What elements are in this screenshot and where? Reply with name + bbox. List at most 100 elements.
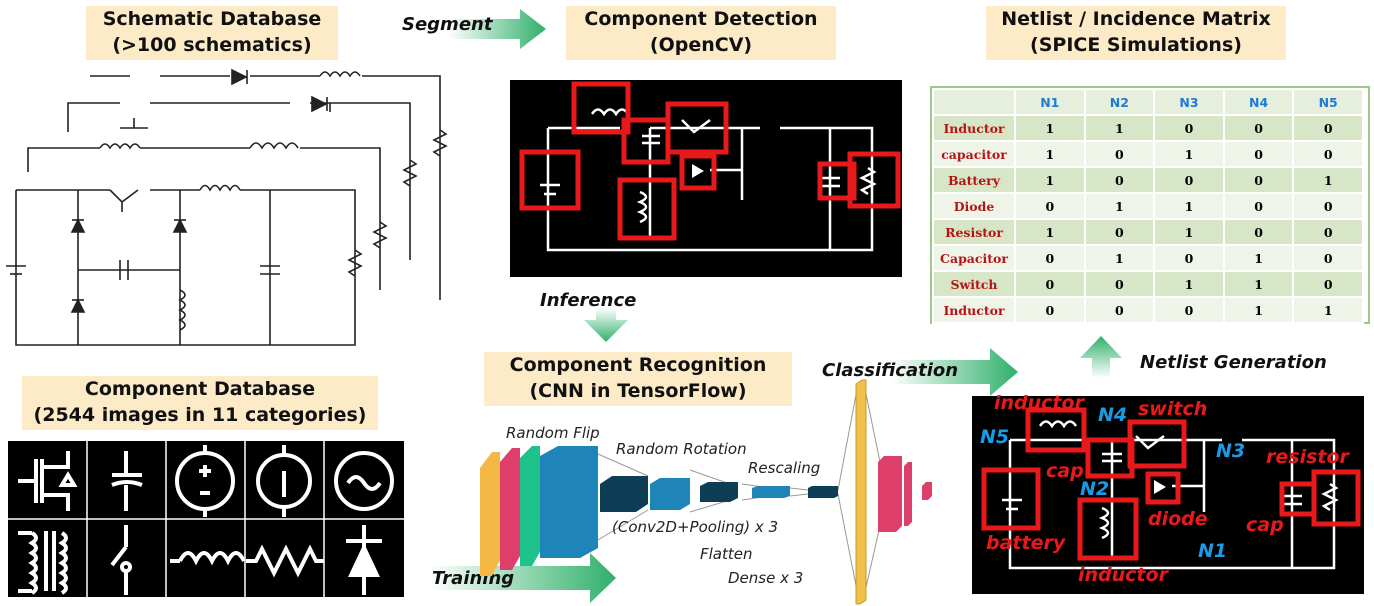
detect-box-battery <box>519 149 581 211</box>
netlist-title: Netlist / Incidence Matrix (SPICE Simula… <box>986 6 1286 60</box>
component-recognition-title: Component Recognition (CNN in TensorFlow… <box>484 352 792 406</box>
annot-box-inductor2 <box>1077 497 1139 561</box>
schematic-database-title: Schematic Database (>100 schematics) <box>86 6 338 60</box>
detect-box-capacitor <box>621 117 671 165</box>
inference-label: Inference <box>540 290 637 311</box>
cell: 1 <box>1083 192 1156 220</box>
matrix-header-n1: N1 <box>1014 88 1086 116</box>
row-label: Battery <box>932 166 1016 194</box>
component-database-title: Component Database (2544 images in 11 ca… <box>22 376 378 430</box>
cell: 1 <box>1153 192 1225 220</box>
cell: 1 <box>1014 166 1086 194</box>
random-rotation-label: Random Rotation <box>616 440 747 458</box>
cell: 1 <box>1153 140 1225 168</box>
annot-box-cap-right <box>1279 481 1317 517</box>
title-line-2: (CNN in TensorFlow) <box>529 380 747 402</box>
cell: 1 <box>1153 218 1225 246</box>
title-line-2: (SPICE Simulations) <box>1030 34 1242 56</box>
dense-label: Dense x 3 <box>728 569 804 587</box>
cell: 0 <box>1083 296 1156 324</box>
node-n5: N5 <box>980 426 1010 448</box>
matrix-row: Diode 0 1 1 0 0 <box>932 192 1364 220</box>
node-n1: N1 <box>1198 540 1228 562</box>
title-line-1: Schematic Database <box>102 8 322 30</box>
matrix-header-n2: N2 <box>1083 88 1156 116</box>
cell: 0 <box>1083 166 1156 194</box>
annot-box-diode <box>1145 471 1181 505</box>
title-line-1: Component Detection <box>584 8 818 30</box>
component-database-grid <box>8 441 404 597</box>
matrix-header-n4: N4 <box>1222 88 1295 116</box>
matrix-row: Resistor 1 0 1 0 0 <box>932 218 1364 246</box>
title-line-1: Netlist / Incidence Matrix <box>1001 8 1271 30</box>
row-label: capacitor <box>932 140 1016 168</box>
title-line-1: Component Database <box>84 378 316 400</box>
node-n2: N2 <box>1080 478 1110 500</box>
matrix-row: Capacitor 0 1 0 1 0 <box>932 244 1364 272</box>
matrix-row: Battery 1 0 0 0 1 <box>932 166 1364 194</box>
component-detection-title: Component Detection (OpenCV) <box>566 6 836 60</box>
random-flip-label: Random Flip <box>506 424 600 442</box>
label-inductor-bottom: inductor <box>1078 564 1168 586</box>
classification-arrow <box>890 348 1018 396</box>
label-resistor: resistor <box>1266 446 1349 468</box>
cell: 0 <box>1083 140 1156 168</box>
cell: 0 <box>1292 114 1364 142</box>
segment-label: Segment <box>402 14 493 35</box>
cell: 1 <box>1292 166 1364 194</box>
detect-box-resistor <box>847 151 901 209</box>
detect-box-inductor2 <box>617 177 677 241</box>
cell: 1 <box>1222 244 1295 272</box>
row-label: Resistor <box>932 218 1016 246</box>
rescaling-label: Rescaling <box>748 459 821 477</box>
matrix-row: Inductor 0 0 0 1 1 <box>932 296 1364 324</box>
cell: 0 <box>1153 296 1225 324</box>
annot-box-resistor <box>1311 469 1361 527</box>
cell: 0 <box>1153 166 1225 194</box>
cell: 1 <box>1014 114 1086 142</box>
cell: 0 <box>1292 270 1364 298</box>
title-line-2: (OpenCV) <box>649 34 753 56</box>
node-n3: N3 <box>1216 440 1246 462</box>
row-label: Inductor <box>932 114 1016 142</box>
annot-box-capacitor <box>1085 437 1135 479</box>
cell: 0 <box>1014 244 1086 272</box>
cell: 0 <box>1222 218 1295 246</box>
cell: 0 <box>1014 296 1086 324</box>
node-n4: N4 <box>1098 404 1128 426</box>
label-diode: diode <box>1148 508 1208 530</box>
matrix-row: Switch 0 0 1 1 0 <box>932 270 1364 298</box>
cell: 1 <box>1222 296 1295 324</box>
detection-panel <box>510 80 902 277</box>
cell: 0 <box>1292 244 1364 272</box>
label-cap-mid: cap <box>1046 460 1084 482</box>
title-line-1: Component Recognition <box>509 354 767 376</box>
cell: 0 <box>1014 270 1086 298</box>
annotated-panel <box>972 396 1364 594</box>
matrix-header-n3: N3 <box>1153 88 1225 116</box>
matrix-border <box>930 86 1370 324</box>
row-label: Capacitor <box>932 244 1016 272</box>
annot-box-battery <box>981 467 1041 531</box>
cell: 0 <box>1292 218 1364 246</box>
cell: 0 <box>1292 140 1364 168</box>
training-arrow <box>430 553 616 603</box>
title-line-2: (2544 images in 11 categories) <box>33 404 367 426</box>
label-cap-right: cap <box>1246 514 1284 536</box>
annot-box-inductor <box>1025 407 1087 453</box>
training-label: Training <box>432 568 515 589</box>
classification-label: Classification <box>822 360 959 381</box>
annot-box-switch <box>1127 419 1187 469</box>
label-battery: battery <box>986 532 1066 554</box>
row-label: Diode <box>932 192 1016 220</box>
cell: 1 <box>1153 270 1225 298</box>
netlist-generation-label: Netlist Generation <box>1140 352 1327 373</box>
netlist-generation-arrow <box>1080 336 1122 378</box>
matrix-header-row: N1 N2 N3 N4 N5 <box>932 88 1364 116</box>
label-inductor-top: inductor <box>994 392 1084 414</box>
cell: 0 <box>1153 114 1225 142</box>
cell: 1 <box>1222 270 1295 298</box>
incidence-matrix: N1 N2 N3 N4 N5 Inductor 1 1 0 0 0 capaci… <box>932 88 1364 324</box>
detect-box-cap-right <box>817 161 857 201</box>
